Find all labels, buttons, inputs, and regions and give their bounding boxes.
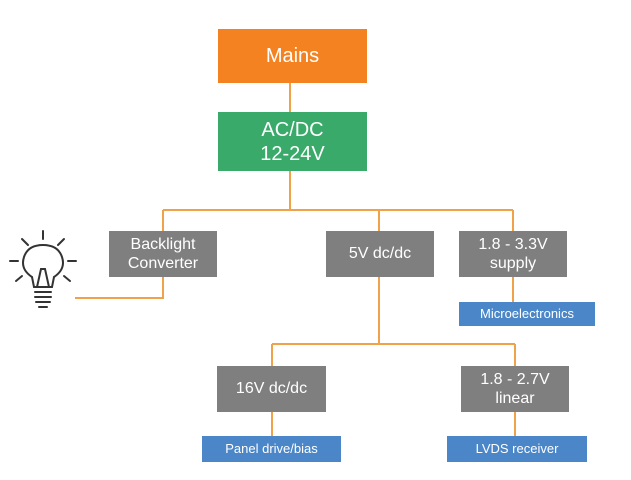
sixteen-v-label: 16V dc/dc: [235, 380, 308, 398]
lightbulb-icon: [9, 230, 77, 308]
microelectronics-label: Microelectronics: [480, 306, 574, 322]
linear-27v-label-line2: linear: [495, 390, 535, 407]
sixteen-v-dcdc-box: 16V dc/dc: [217, 366, 326, 412]
lvds-receiver-box: LVDS receiver: [447, 436, 587, 462]
mains-box: Mains: [218, 29, 367, 83]
supply-33v-box: 1.8 - 3.3V supply: [459, 231, 567, 277]
panel-drive-label: Panel drive/bias: [225, 441, 318, 457]
five-v-dcdc-box: 5V dc/dc: [326, 231, 434, 277]
supply-33v-label-line1: 1.8 - 3.3V: [478, 235, 548, 253]
microelectronics-box: Microelectronics: [459, 302, 595, 326]
mains-label: Mains: [265, 45, 320, 67]
lvds-receiver-label: LVDS receiver: [475, 441, 559, 457]
linear-27v-label-line1: 1.8 - 2.7V: [480, 370, 550, 388]
panel-drive-box: Panel drive/bias: [202, 436, 341, 462]
acdc-box: AC/DC 12-24V: [218, 112, 367, 171]
backlight-label-line2: Converter: [127, 255, 199, 272]
acdc-label-line1: AC/DC: [261, 118, 324, 141]
supply-33v-label-line2: supply: [489, 255, 537, 272]
backlight-converter-box: Backlight Converter: [109, 231, 217, 277]
acdc-label-line2: 12-24V: [260, 142, 325, 165]
wire-backlight-bulb: [75, 277, 164, 299]
linear-27v-box: 1.8 - 2.7V linear: [461, 366, 569, 412]
five-v-label: 5V dc/dc: [348, 245, 412, 263]
backlight-label-line1: Backlight: [130, 235, 196, 253]
